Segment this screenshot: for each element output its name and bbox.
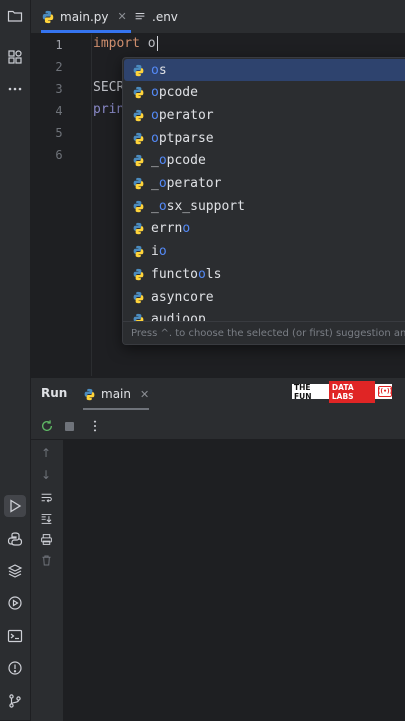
line-number-gutter: 1 2 3 4 5 6 [31, 34, 92, 376]
rerun-icon[interactable] [39, 418, 55, 434]
line-number: 6 [55, 148, 63, 162]
run-tool-window: Run main ✕ THE FUN DATA LABS ((•)) ↑ ↓ [31, 377, 405, 721]
line-number: 3 [55, 82, 63, 96]
run-toolbar [31, 413, 405, 440]
arrow-up-icon[interactable]: ↑ [40, 446, 52, 460]
line-number: 1 [55, 38, 63, 52]
code-line-4: prin [93, 102, 125, 117]
trash-icon[interactable] [39, 553, 53, 567]
console-output[interactable] [63, 440, 405, 721]
completion-item[interactable]: operator [124, 104, 405, 126]
tool-window-strip [0, 0, 31, 720]
brand-text: THE FUN [294, 382, 312, 401]
close-icon[interactable]: ✕ [139, 387, 150, 401]
arrow-down-icon[interactable]: ↓ [40, 468, 52, 482]
structure-icon[interactable] [4, 46, 26, 68]
completion-item[interactable]: _operator [124, 173, 405, 195]
broadcast-icon: ((•)) [377, 386, 393, 397]
completion-item-label: errno [151, 221, 191, 237]
completion-item-label: os [151, 62, 167, 78]
python-module-icon [133, 291, 144, 303]
completion-item[interactable]: io [124, 241, 405, 263]
python-module-icon [133, 109, 144, 122]
python-module-icon [133, 223, 144, 235]
run-tab-label: main [101, 387, 131, 401]
brand-highlight: DATA LABS [328, 380, 375, 403]
editor-tab-bar: main.py ✕ .env [31, 0, 405, 34]
code-text: o [139, 36, 156, 51]
line-number: 2 [55, 60, 63, 74]
soft-wrap-icon[interactable] [39, 490, 53, 504]
tab-label: .env [152, 9, 178, 24]
terminal-icon[interactable] [4, 625, 26, 647]
run-icon[interactable] [4, 495, 26, 517]
completion-item-label: operator [151, 107, 214, 123]
print-icon[interactable] [39, 532, 53, 546]
completion-item-label: _operator [151, 176, 222, 191]
completion-popup[interactable]: os opcode operator optparse _opcode _operator… [122, 57, 405, 345]
completion-item-label: functools [151, 266, 222, 282]
completion-item[interactable]: _opcode [124, 150, 405, 172]
close-icon[interactable]: ✕ [117, 10, 127, 23]
folder-icon[interactable] [4, 5, 26, 27]
completion-item[interactable]: os [124, 59, 405, 81]
python-icon [84, 388, 95, 400]
code-line-3: SECR [93, 80, 125, 95]
completion-item-label: io [151, 244, 167, 260]
completion-item-label: _osx_support [151, 198, 245, 214]
completion-item[interactable]: optparse [124, 127, 405, 149]
text-caret [156, 36, 158, 51]
tab-env[interactable]: .env [133, 0, 178, 33]
line-number: 4 [55, 104, 63, 118]
completion-item[interactable]: errno [124, 218, 405, 240]
more-icon[interactable] [4, 78, 26, 100]
git-icon[interactable] [4, 690, 26, 712]
text-file-icon [135, 12, 145, 19]
python-file-icon [42, 10, 54, 23]
python-module-icon [133, 64, 144, 76]
completion-item-label: asyncore [151, 289, 214, 305]
python-module-icon [133, 87, 144, 99]
tab-main-py[interactable]: main.py ✕ [41, 0, 131, 33]
completion-item-label: optparse [151, 130, 214, 146]
code-line-1: import o [93, 36, 158, 51]
python-module-icon [133, 132, 144, 144]
stop-icon[interactable] [61, 418, 77, 434]
tab-label: main.py [60, 9, 109, 24]
problems-icon[interactable] [4, 657, 26, 679]
completion-item[interactable]: asyncore [124, 286, 405, 308]
completion-item[interactable]: _osx_support [124, 195, 405, 217]
python-module-icon [133, 245, 144, 258]
python-module-icon [133, 268, 144, 280]
more-vertical-icon[interactable] [87, 418, 103, 434]
scroll-to-end-icon[interactable] [39, 511, 53, 525]
python-module-icon [133, 200, 144, 212]
run-config-tab[interactable]: main ✕ [83, 378, 150, 410]
completion-item-label: opcode [151, 85, 198, 101]
run-panel-title: Run [41, 386, 68, 400]
layers-icon[interactable] [4, 560, 26, 582]
completion-item-label: _opcode [151, 153, 206, 169]
line-number: 5 [55, 126, 63, 140]
completion-item[interactable]: opcode [124, 82, 405, 104]
completion-item[interactable]: functools [124, 263, 405, 285]
watermark-logo: THE FUN DATA LABS ((•)) [292, 380, 393, 403]
services-icon[interactable] [4, 592, 26, 614]
completion-hint: Press ^. to choose the selected (or firs… [123, 321, 405, 344]
python-console-icon[interactable] [4, 528, 26, 550]
python-module-icon [133, 155, 144, 167]
code-keyword: import [93, 36, 140, 51]
python-module-icon [133, 177, 144, 190]
